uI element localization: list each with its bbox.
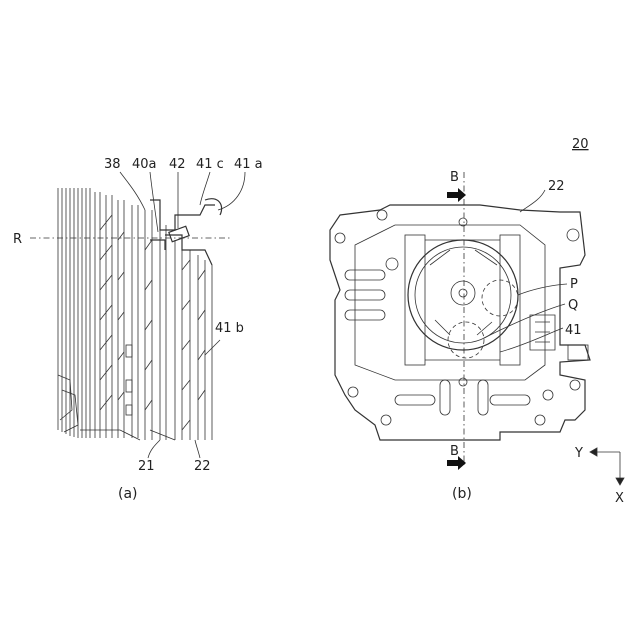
- panel-b-leaders: [484, 190, 567, 352]
- label-42: 42: [169, 157, 186, 172]
- label-41b: 41 b: [215, 321, 244, 336]
- label-b-bottom: B: [450, 444, 459, 459]
- panel-a-cross-section: [58, 188, 222, 440]
- panel-b-plan-view: [330, 205, 590, 440]
- label-22-a: 22: [194, 459, 211, 474]
- arrow-b-top: [447, 188, 466, 202]
- label-p: P: [570, 277, 578, 292]
- label-22-b: 22: [548, 179, 565, 194]
- label-y: Y: [574, 446, 583, 461]
- label-q: Q: [568, 298, 578, 313]
- label-21: 21: [138, 459, 155, 474]
- label-b-top: B: [450, 170, 459, 185]
- caption-a: (a): [118, 486, 138, 502]
- label-r: R: [13, 232, 22, 247]
- axis-indicator: [590, 448, 624, 485]
- label-41: 41: [565, 323, 582, 338]
- label-x: X: [615, 491, 624, 506]
- label-41a: 41 a: [234, 157, 263, 172]
- label-41c: 41 c: [196, 157, 224, 172]
- label-figure-20: 20: [572, 137, 589, 152]
- label-38: 38: [104, 157, 121, 172]
- label-40a: 40a: [132, 157, 157, 172]
- caption-b: (b): [452, 486, 472, 502]
